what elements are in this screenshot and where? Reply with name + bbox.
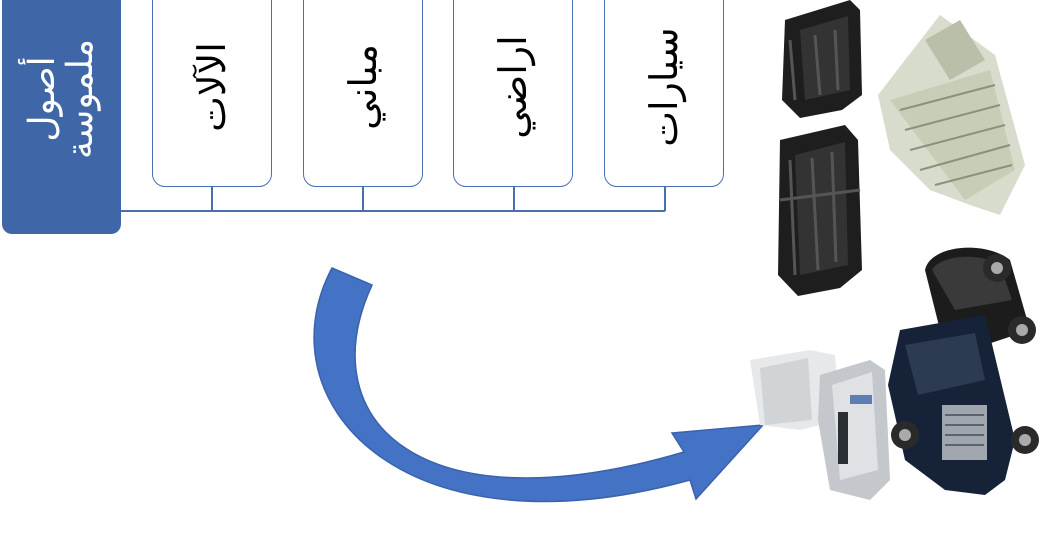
office-building-icon — [878, 15, 1025, 215]
category-box-lands: اراضي — [453, 0, 573, 187]
tanker-truck-icon — [888, 247, 1039, 495]
printer-icon — [750, 350, 890, 500]
category-box-machines: الآلات — [152, 0, 272, 187]
root-node: أصول ملموسة — [2, 0, 121, 234]
category-box-buildings: مباني — [303, 0, 423, 187]
category-box-cars: سيارات — [604, 0, 724, 187]
sofa-icon — [778, 0, 862, 296]
